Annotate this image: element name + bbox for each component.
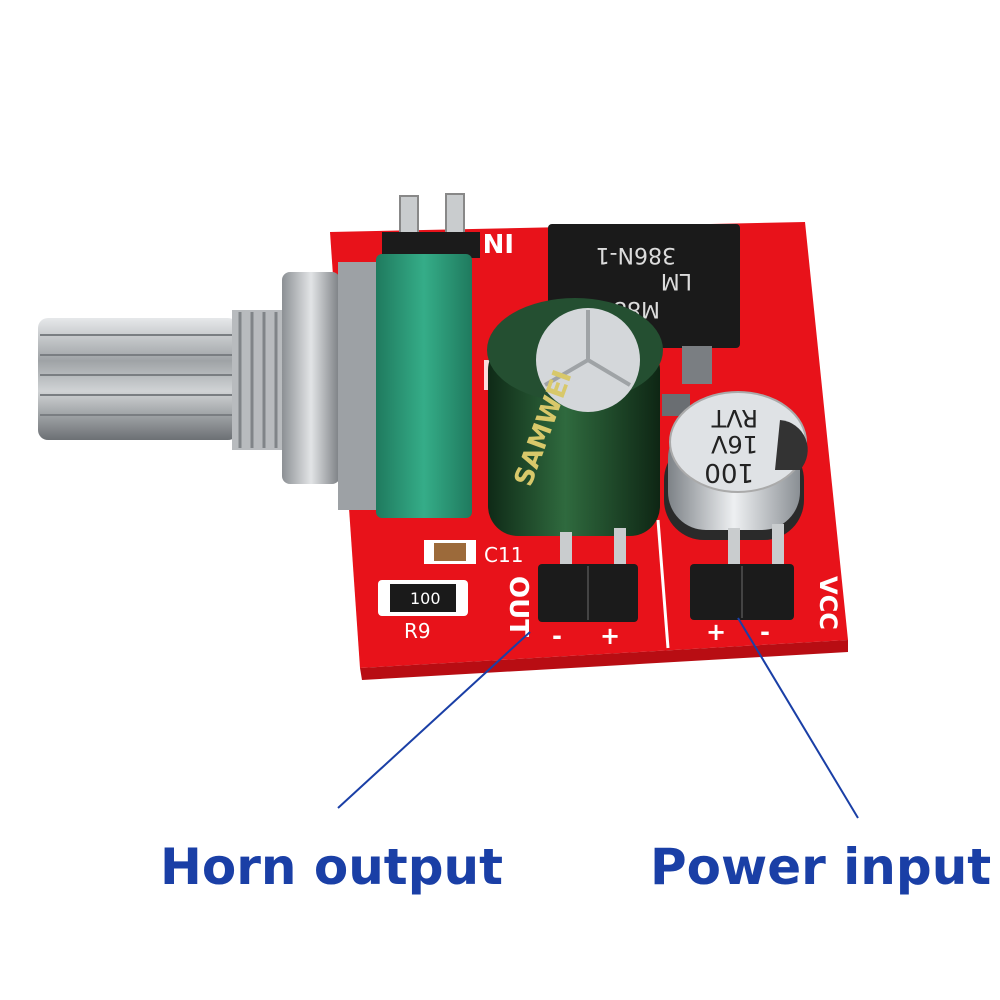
pcb-edge	[360, 640, 848, 680]
smd-part	[662, 394, 690, 416]
out-plus-sign: +	[600, 622, 620, 650]
pcb-divider-line	[656, 519, 670, 649]
resistor-code: 100	[410, 589, 441, 608]
knob-shaft	[38, 318, 238, 440]
ic-text-2: LM	[661, 268, 692, 293]
r9-resistor-body	[390, 584, 456, 612]
power-input-pointer-line	[737, 617, 859, 819]
label-c11: C11	[484, 543, 523, 567]
small-cap-text-1: RVT	[711, 404, 758, 432]
potentiometer-knob	[38, 262, 378, 510]
vcc-plus-sign: +	[706, 618, 726, 646]
label-out: OUT	[503, 576, 533, 637]
horn-output-pointer-line	[337, 631, 531, 809]
vcc-header	[690, 524, 794, 620]
vcc-minus-sign: -	[760, 618, 770, 646]
smd-part	[682, 346, 712, 384]
knob-washer	[338, 262, 378, 510]
potentiometer-body	[376, 254, 472, 518]
electrolytic-capacitor-large: SAMWEI	[487, 298, 663, 536]
c11-capacitor-body	[434, 543, 466, 561]
label-r9: R9	[404, 619, 431, 643]
ic-text-1: 386N-1	[596, 242, 676, 267]
small-cap-text-3: 100	[704, 457, 754, 487]
small-cap-text-2: 16V	[710, 430, 758, 458]
input-header	[382, 193, 480, 258]
power-input-caption: Power input	[650, 838, 992, 896]
output-header	[538, 528, 638, 622]
electrolytic-capacitor-small: RVT 16V 100	[664, 391, 808, 540]
out-minus-sign: -	[552, 622, 562, 650]
horn-output-caption: Horn output	[160, 838, 503, 896]
label-vcc: VCC	[814, 576, 842, 630]
knob-nut	[282, 272, 340, 484]
label-in: IN	[483, 227, 514, 257]
